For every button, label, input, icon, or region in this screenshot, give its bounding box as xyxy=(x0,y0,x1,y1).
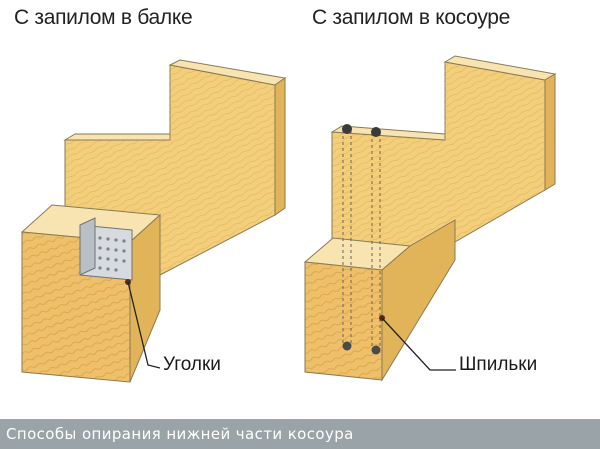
stringer-right-side xyxy=(544,73,556,191)
title-right: С запилом в косоуре xyxy=(312,6,511,29)
stringer-left-side xyxy=(274,77,286,216)
beam-right-front xyxy=(304,261,383,381)
right-assembly xyxy=(303,55,557,382)
left-assembly xyxy=(20,59,287,383)
angle-bracket xyxy=(79,217,133,281)
beam-right-side xyxy=(381,219,456,382)
callout-ugolki: Уголки xyxy=(163,354,221,375)
callout-line-left xyxy=(127,281,161,369)
caption-text: Способы опирания нижней части косоура xyxy=(6,425,354,443)
callout-line-right xyxy=(381,317,456,371)
illustration xyxy=(20,55,557,383)
beam-left-side xyxy=(129,213,161,383)
threaded-studs xyxy=(342,130,381,350)
callout-shpilki: Шпильки xyxy=(459,354,538,375)
stringer-left-top-step xyxy=(63,133,171,141)
title-left: С запилом в балке xyxy=(14,6,193,29)
caption-bar: Способы опирания нижней части косоура xyxy=(0,419,600,449)
